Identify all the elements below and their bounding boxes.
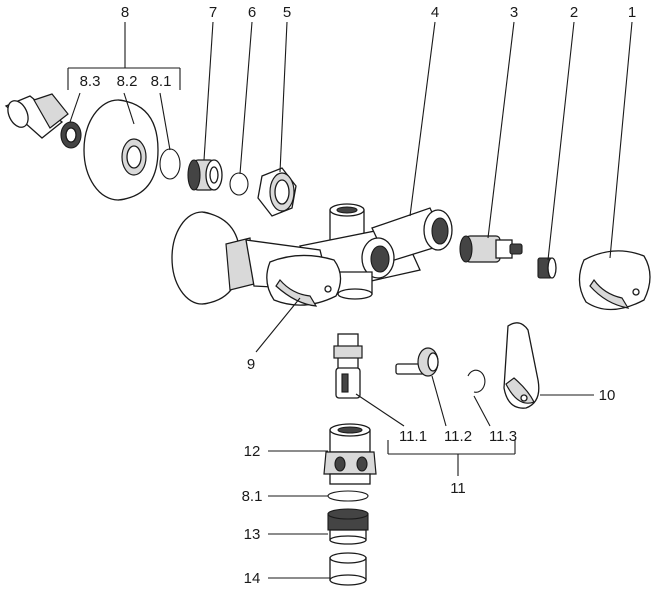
label-2: 2 (570, 4, 578, 21)
part-3-cartridge (459, 235, 523, 263)
label-8-1-top: 8.1 (151, 73, 172, 90)
part-8-3-tail-pipe (4, 93, 82, 149)
label-12: 12 (244, 443, 261, 460)
part-14-sleeve (329, 552, 367, 586)
label-11: 11 (450, 480, 466, 497)
label-7: 7 (209, 4, 217, 21)
label-3: 3 (510, 4, 518, 21)
part-11-1-insert (333, 333, 363, 399)
label-1: 1 (628, 4, 636, 21)
part-8-2-rosette (83, 99, 159, 201)
part-12-adapter (323, 423, 377, 485)
label-11-3: 11.3 (489, 428, 517, 445)
label-8: 8 (121, 4, 129, 21)
label-10: 10 (599, 387, 616, 404)
label-8-1-bottom: 8.1 (242, 488, 263, 505)
label-14: 14 (244, 570, 261, 587)
label-11-1: 11.1 (399, 428, 427, 445)
label-4: 4 (431, 4, 439, 21)
part-2-spindle-adapter (537, 257, 557, 279)
part-7-nipple (187, 159, 223, 191)
label-11-2: 11.2 (444, 428, 472, 445)
part-8-1-seal-ring-top (159, 148, 181, 180)
part-13-nut (327, 508, 369, 545)
part-10-lever-handle (503, 322, 540, 409)
label-13: 13 (244, 526, 261, 543)
label-5: 5 (283, 4, 291, 21)
part-1-handle (578, 250, 651, 311)
part-8-1-seal-ring-bottom (327, 490, 369, 502)
label-6: 6 (248, 4, 256, 21)
part-9-assembled-valve (171, 211, 342, 307)
label-9: 9 (247, 356, 255, 373)
leader-lines (67, 21, 633, 579)
part-4-valve-body (299, 203, 453, 300)
part-11-3-circlip (467, 369, 486, 393)
part-5-union-nut (257, 167, 297, 217)
label-8-3: 8.3 (80, 73, 101, 90)
label-8-2: 8.2 (117, 73, 138, 90)
part-11-2-spindle (395, 347, 439, 377)
part-6-o-ring (229, 172, 249, 196)
